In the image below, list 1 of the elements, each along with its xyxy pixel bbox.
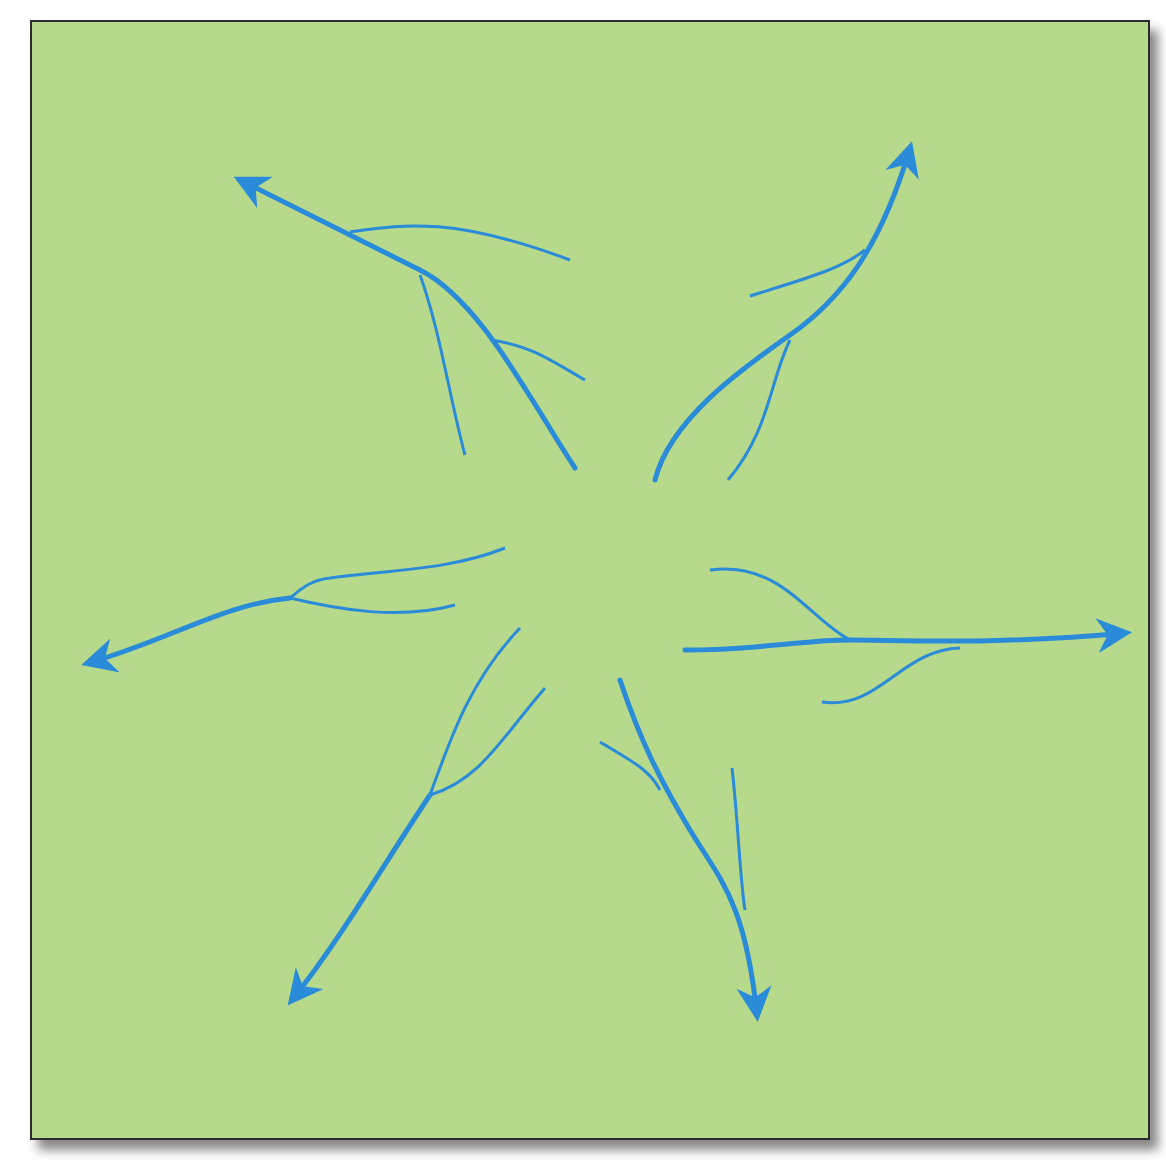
panel <box>30 20 1150 1140</box>
